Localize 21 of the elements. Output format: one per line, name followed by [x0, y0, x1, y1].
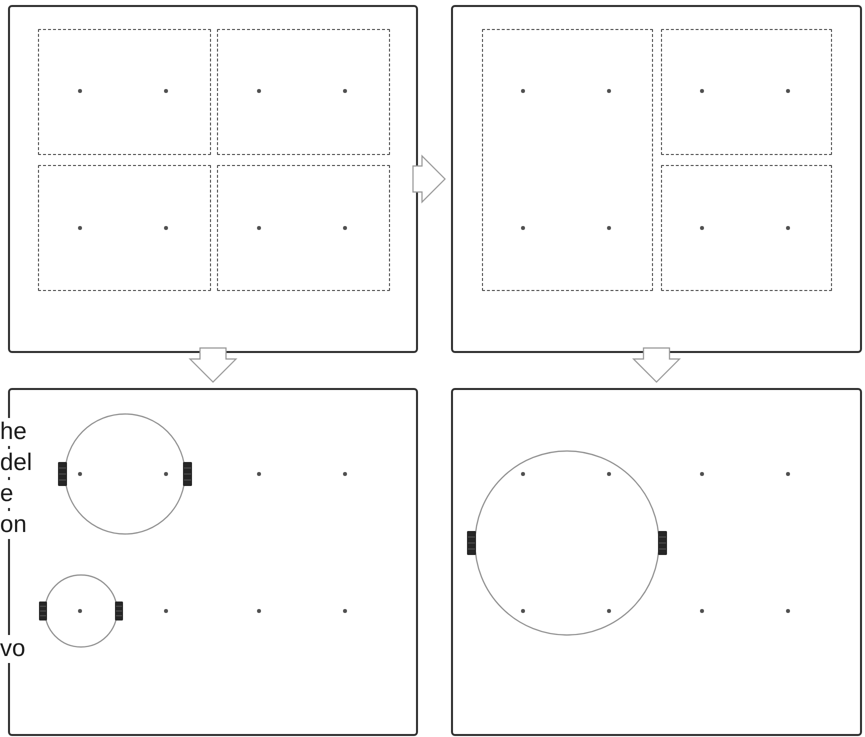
dashed-region: [217, 29, 390, 155]
wheeled-robot: [39, 574, 123, 648]
scene-panel: [451, 388, 862, 736]
dashed-region: [217, 165, 390, 291]
wheeled-robot: [467, 450, 667, 636]
scene-panel: [451, 5, 862, 353]
dashed-region: [661, 165, 832, 291]
block-arrow: [188, 347, 238, 383]
dashed-region: [482, 29, 653, 291]
scene-panel: [8, 5, 418, 353]
text-fragment: vo: [0, 635, 26, 663]
block-arrow: [412, 154, 446, 204]
dashed-region: [661, 29, 832, 155]
dashed-region: [38, 29, 211, 155]
text-fragment: del: [0, 449, 32, 477]
wheeled-robot: [58, 413, 192, 535]
block-arrow: [632, 347, 681, 383]
text-fragment: e: [0, 480, 14, 508]
text-fragment: on: [0, 511, 27, 539]
text-fragment: he: [0, 418, 27, 446]
dashed-region: [38, 165, 211, 291]
